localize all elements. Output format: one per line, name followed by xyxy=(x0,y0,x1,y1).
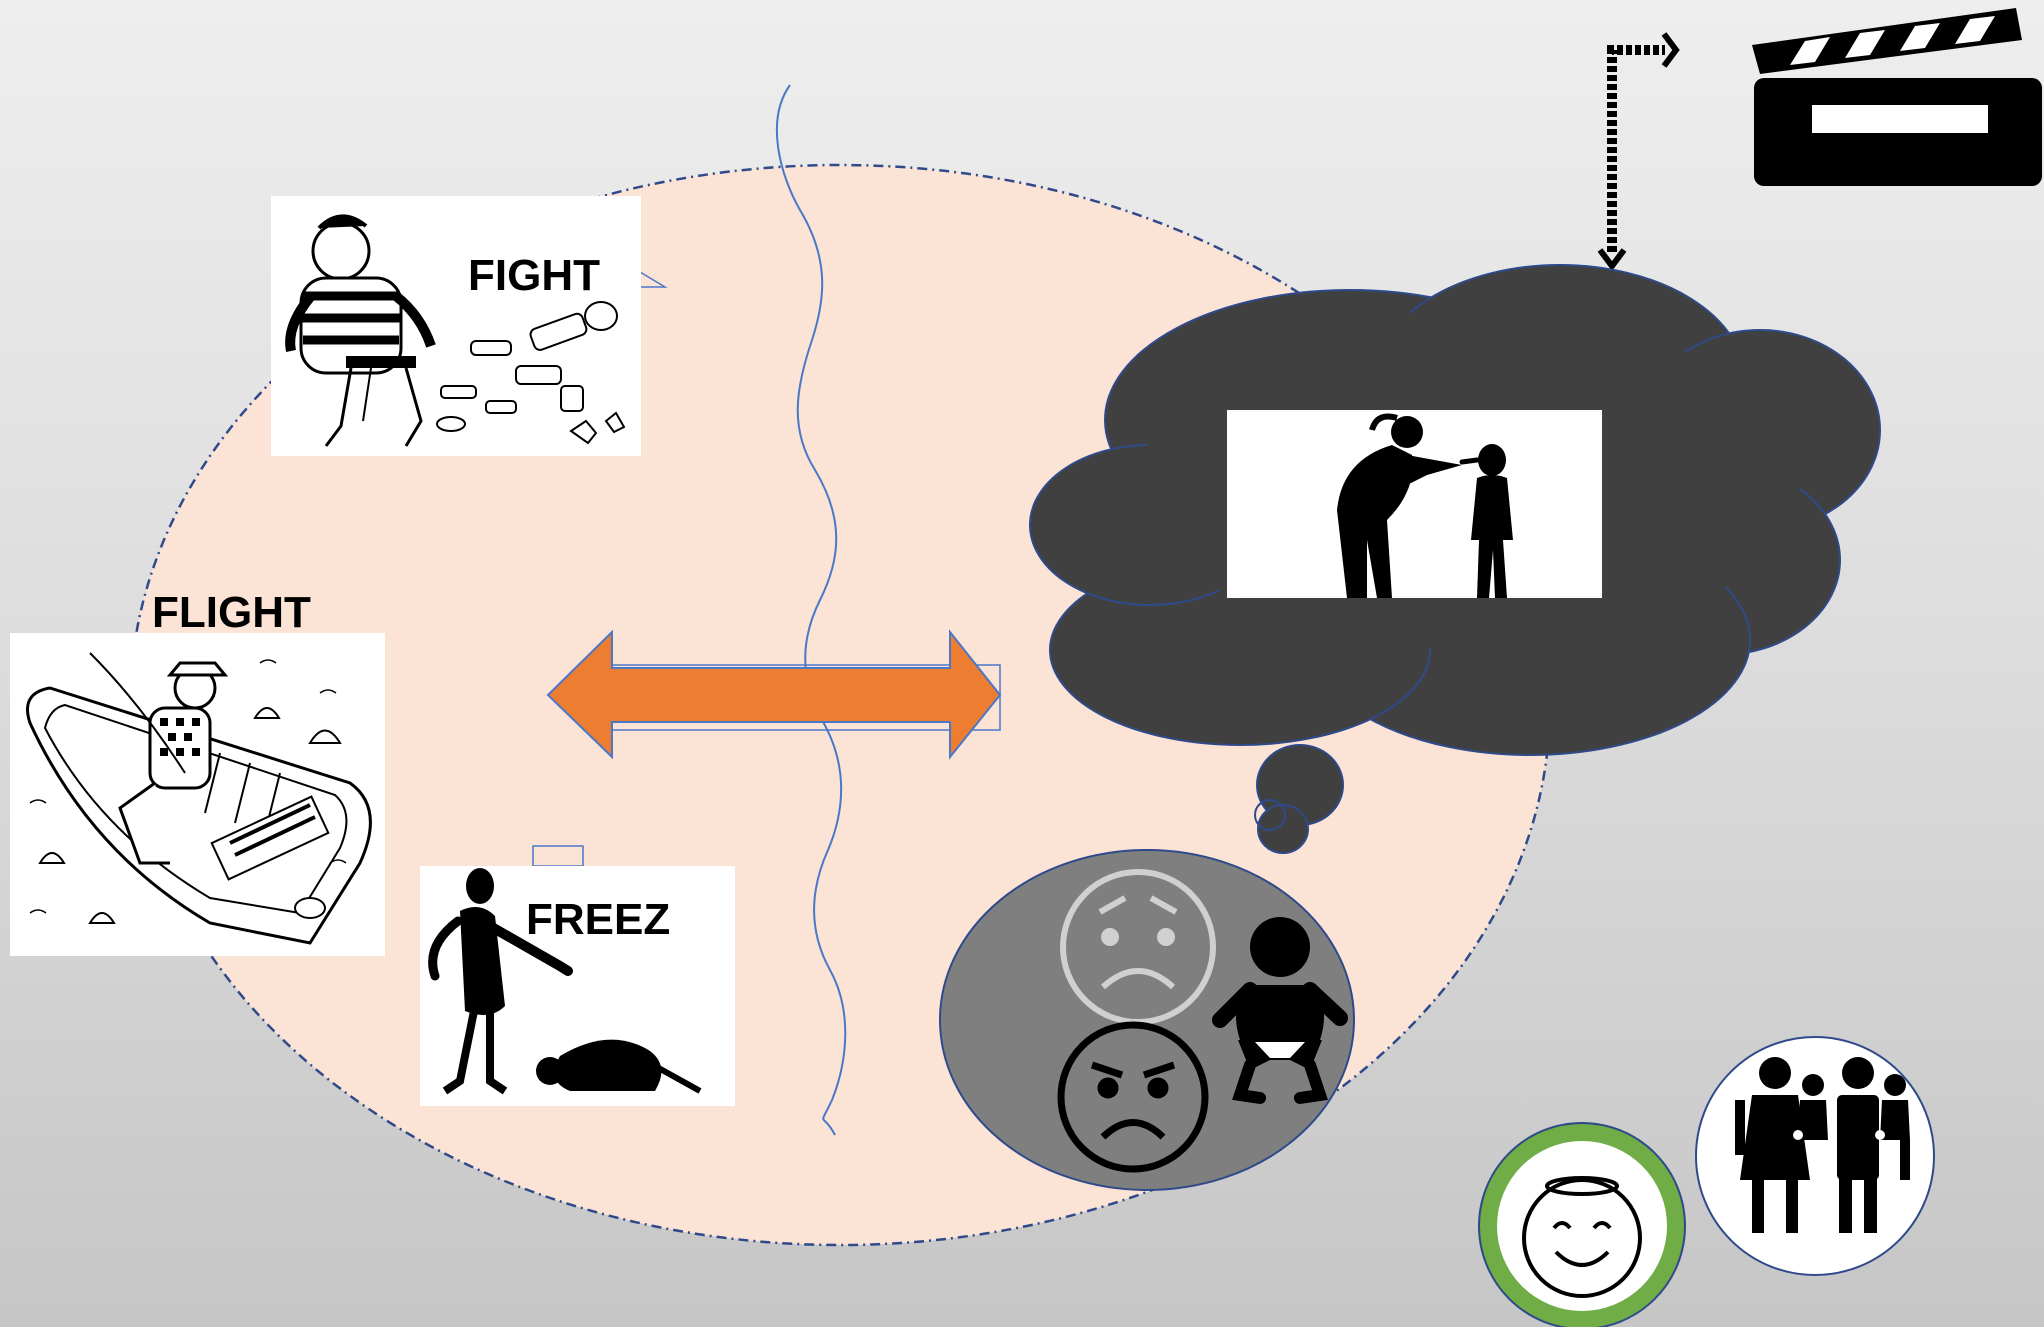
baby-icon xyxy=(1212,917,1348,1104)
scolding-parent-child-icon xyxy=(1337,413,1513,598)
card-tab-outline xyxy=(639,271,668,288)
fight-label: FIGHT xyxy=(468,251,600,300)
freeze-card: FREEZ xyxy=(420,866,735,1106)
freeze-illustration xyxy=(428,868,702,1095)
wavy-divider-line xyxy=(776,84,847,1136)
flight-label: FLIGHT xyxy=(152,588,311,637)
angel-smile-icon xyxy=(1478,1122,1686,1327)
flight-illustration xyxy=(26,652,372,945)
scolding-scene-card xyxy=(1227,410,1602,598)
freeze-label: FREEZ xyxy=(526,895,671,944)
angry-face-icon xyxy=(1057,1021,1209,1173)
fight-illustration xyxy=(285,214,626,447)
flight-card xyxy=(10,633,385,956)
double-headed-arrow xyxy=(546,629,1002,760)
fight-card: FIGHT xyxy=(271,196,641,456)
family-carrying-children-icon xyxy=(1695,1036,1935,1276)
